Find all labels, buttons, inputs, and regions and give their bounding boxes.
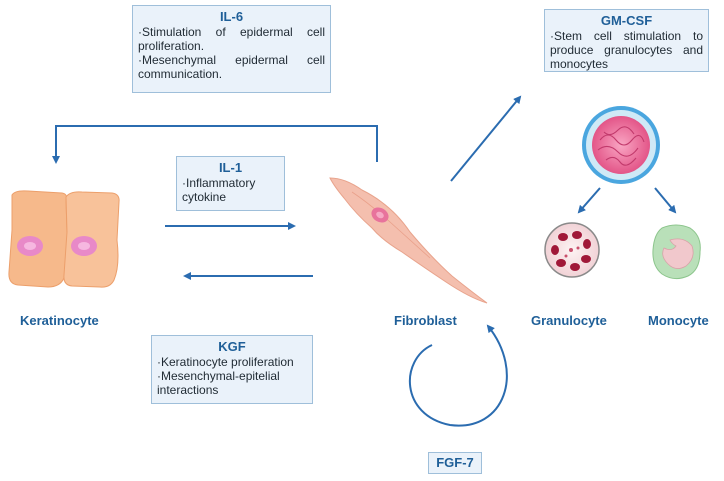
- fgf7-autocrine-loop-arrow: [408, 324, 508, 427]
- kgf-title: KGF: [218, 339, 246, 354]
- il6-line: ·Mesenchymal epidermal cell communicatio…: [138, 53, 325, 81]
- il1-title: IL-1: [218, 160, 243, 175]
- gmcsf-box: GM-CSF ·Stem cell stimulation to produce…: [544, 9, 709, 72]
- granulocyte-cell-icon: [544, 222, 600, 278]
- keratinocyte-label: Keratinocyte: [20, 313, 99, 328]
- il6-box: IL-6 ·Stimulation of epidermal cell prol…: [132, 5, 331, 93]
- fibroblast-cell-icon: [329, 177, 488, 304]
- arrow-to-granulocyte: [577, 187, 601, 214]
- gmcsf-line: ·Stem cell stimulation to produce granul…: [550, 29, 703, 71]
- il6-feedback-arrow: [52, 125, 378, 164]
- kgf-line: ·Mesenchymal-epitelial interactions: [157, 369, 280, 397]
- monocyte-cell-icon: [652, 224, 701, 280]
- monocyte-label: Monocyte: [648, 313, 709, 328]
- il1-box: IL-1 ·Inflammatory cytokine: [176, 156, 285, 211]
- gmcsf-description: ·Stem cell stimulation to produce granul…: [550, 29, 703, 71]
- arrow-to-monocyte: [654, 187, 677, 214]
- il1-line: ·Inflammatory cytokine: [182, 176, 256, 204]
- il6-line: ·Stimulation of epidermal cell prolifera…: [138, 25, 325, 53]
- il1-description: ·Inflammatory cytokine: [182, 176, 279, 204]
- il6-description: ·Stimulation of epidermal cell prolifera…: [138, 25, 325, 81]
- gmcsf-title: GM-CSF: [600, 13, 653, 28]
- stem-cell-icon: [582, 106, 660, 184]
- gmcsf-arrow-to-stem-cell: [450, 95, 522, 182]
- il6-title: IL-6: [219, 9, 244, 24]
- kgf-box: KGF ·Keratinocyte proliferation ·Mesench…: [151, 335, 313, 404]
- kgf-description: ·Keratinocyte proliferation ·Mesenchymal…: [157, 355, 307, 397]
- keratinocyte-cell-icon: [8, 190, 120, 288]
- granulocyte-label: Granulocyte: [531, 313, 607, 328]
- fibroblast-label: Fibroblast: [394, 313, 457, 328]
- kgf-line: ·Keratinocyte proliferation: [157, 355, 294, 369]
- fgf7-label: FGF-7: [436, 455, 474, 470]
- fgf7-box: FGF-7: [428, 452, 482, 474]
